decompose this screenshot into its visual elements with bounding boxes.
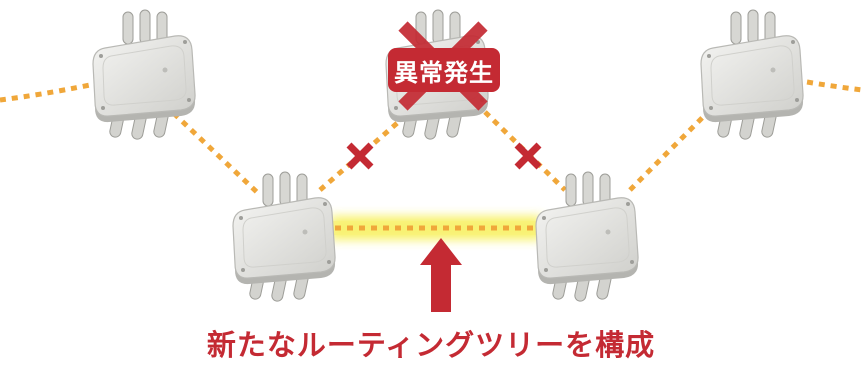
cross-mark-icon (349, 145, 371, 167)
link-ap5-ap3 (628, 103, 717, 192)
diagram-caption: 新たなルーティングツリーを構成 (206, 328, 656, 362)
link-left-edge (0, 82, 91, 103)
cross-mark-icon (517, 145, 539, 167)
access-point-top-right (700, 9, 804, 141)
link-ap4-ap2 (318, 110, 412, 192)
access-point-bottom-left (232, 171, 336, 303)
link-right-edge (794, 77, 862, 93)
error-badge: 異常発生 (388, 48, 500, 92)
new-route-link (330, 216, 542, 240)
access-point-bottom-right (535, 171, 639, 303)
up-arrow-icon (420, 238, 462, 312)
access-point-top-left (92, 9, 196, 141)
link-ap1-ap4 (163, 103, 262, 197)
